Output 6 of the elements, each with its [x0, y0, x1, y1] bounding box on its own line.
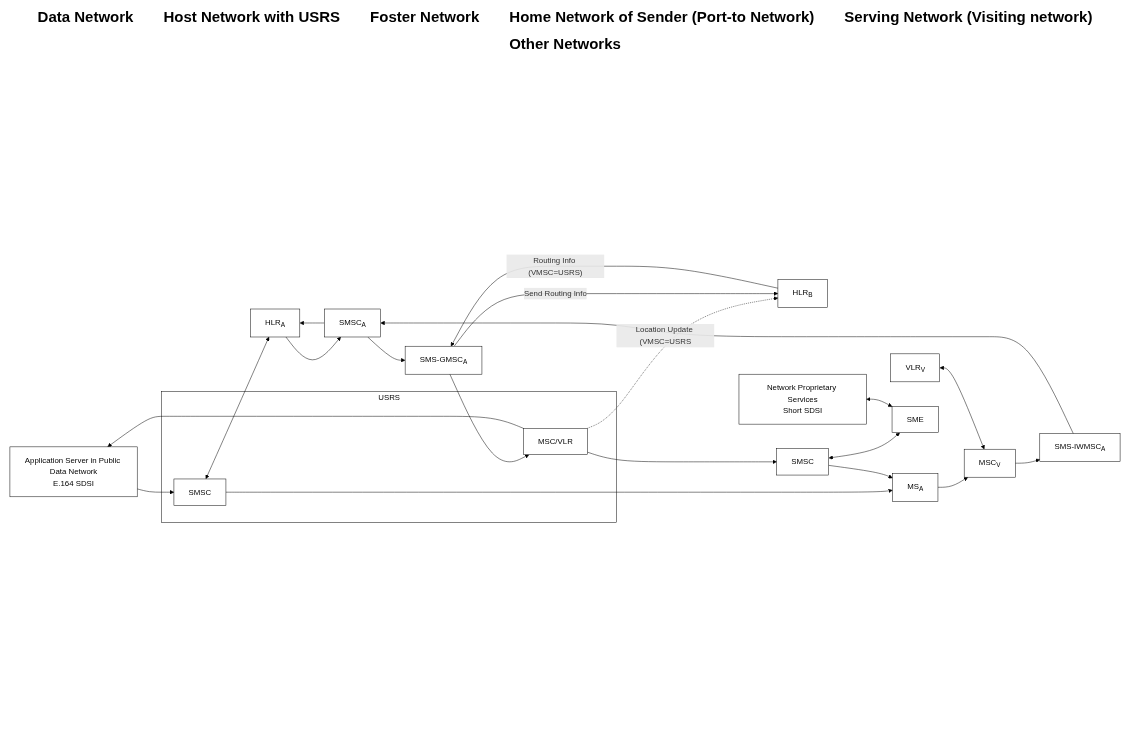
network-heading: Host Network with USRS — [162, 7, 342, 27]
network-heading: Foster Network — [369, 7, 481, 27]
network-heading: Home Network of Sender (Port-to Network) — [508, 7, 816, 27]
network-heading: Other Networks — [508, 34, 622, 54]
network-heading: Serving Network (Visiting network) — [843, 7, 1094, 27]
network-heading: Data Network — [36, 7, 135, 27]
